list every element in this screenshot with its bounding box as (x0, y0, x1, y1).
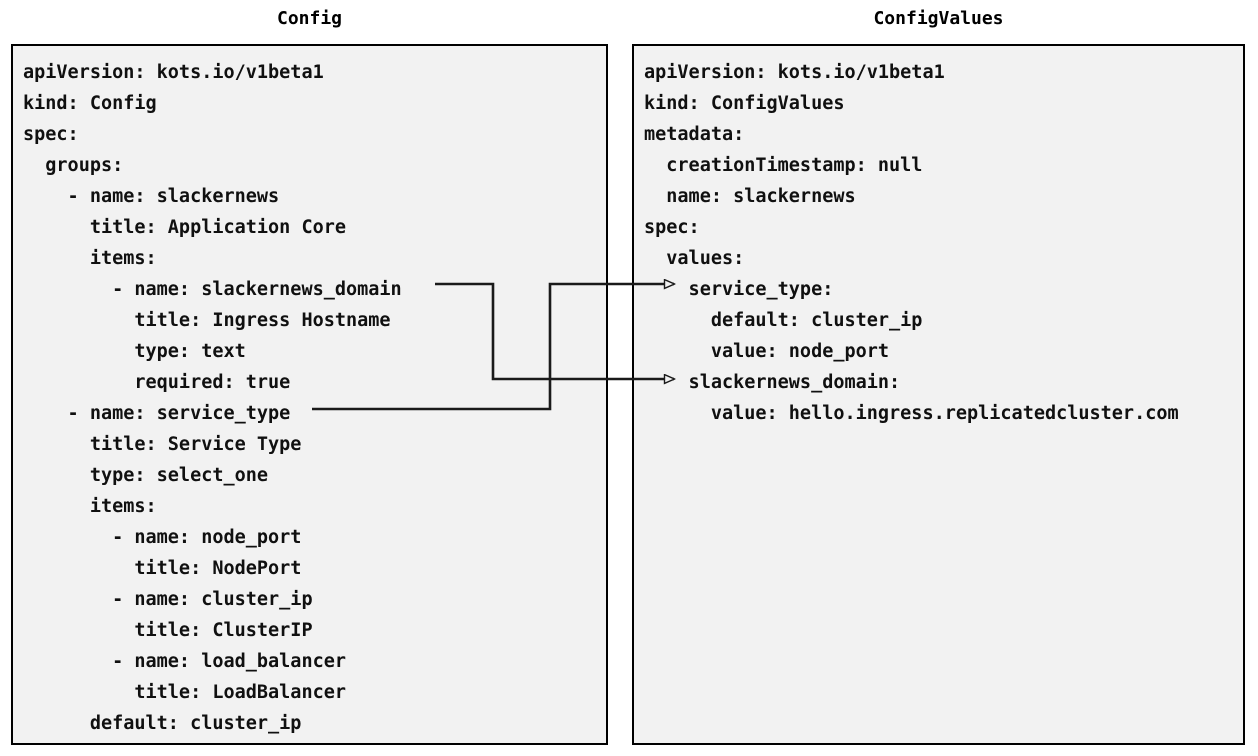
config-yaml-line: - name: service_type (23, 403, 291, 424)
configvalues-yaml-line: value: node_port (644, 341, 890, 362)
configvalues-yaml-line: kind: ConfigValues (644, 93, 845, 114)
config-yaml-line: default: cluster_ip (23, 713, 302, 734)
configvalues-yaml-line: name: slackernews (644, 186, 856, 207)
config-yaml-line: title: LoadBalancer (23, 682, 347, 703)
config-yaml-panel: apiVersion: kots.io/v1beta1 kind: Config s… (11, 44, 608, 745)
config-yaml-line: title: NodePort (23, 558, 302, 579)
configvalues-yaml-line: default: cluster_ip (644, 310, 923, 331)
config-yaml-line: spec: (23, 124, 79, 145)
configvalues-yaml-line: apiVersion: kots.io/v1beta1 (644, 62, 945, 83)
config-yaml-line: title: ClusterIP (23, 620, 313, 641)
config-yaml-line: title: Ingress Hostname (23, 310, 391, 331)
configvalues-yaml-line: slackernews_domain: (644, 372, 901, 393)
config-yaml-line: items: (23, 496, 157, 517)
configvalues-yaml-lines: apiVersion: kots.io/v1beta1 kind: ConfigV… (634, 46, 1243, 429)
config-yaml-line: title: Application Core (23, 217, 347, 238)
configvalues-yaml-line: value: hello.ingress.replicatedcluster.c… (644, 403, 1179, 424)
config-yaml-line: - name: slackernews (23, 186, 280, 207)
right-panel-title: ConfigValues (873, 8, 1004, 29)
config-yaml-line: apiVersion: kots.io/v1beta1 (23, 62, 324, 83)
configvalues-yaml-line: metadata: (644, 124, 745, 145)
configvalues-yaml-line: service_type: (644, 279, 834, 300)
configvalues-yaml-panel: apiVersion: kots.io/v1beta1 kind: ConfigV… (632, 44, 1245, 745)
configvalues-yaml-line: spec: (644, 217, 700, 238)
config-yaml-line: - name: node_port (23, 527, 302, 548)
configvalues-yaml-line: values: (644, 248, 745, 269)
configvalues-yaml-line: creationTimestamp: null (644, 155, 923, 176)
config-yaml-line: - name: cluster_ip (23, 589, 313, 610)
left-panel-title: Config (276, 8, 343, 29)
config-yaml-line: type: text (23, 341, 246, 362)
config-yaml-lines: apiVersion: kots.io/v1beta1 kind: Config s… (13, 46, 606, 739)
config-yaml-line: title: Service Type (23, 434, 302, 455)
config-yaml-line: required: true (23, 372, 291, 393)
config-yaml-line: type: select_one (23, 465, 269, 486)
config-yaml-line: - name: slackernews_domain (23, 279, 402, 300)
config-yaml-line: kind: Config (23, 93, 157, 114)
config-yaml-line: - name: load_balancer (23, 651, 347, 672)
config-yaml-line: items: (23, 248, 157, 269)
config-yaml-line: groups: (23, 155, 124, 176)
